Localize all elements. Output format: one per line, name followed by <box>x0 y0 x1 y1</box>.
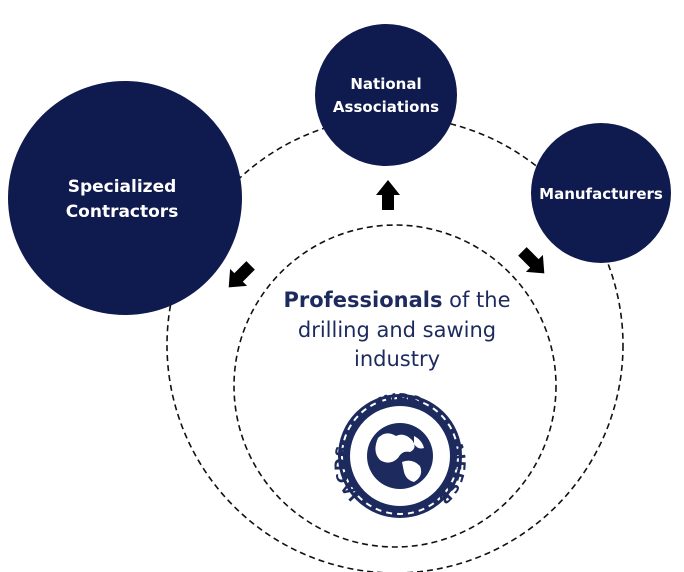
arrow-to-specialized-contractors <box>228 261 255 288</box>
arrow-to-manufacturers <box>518 247 545 274</box>
specialized-contractors-line1: Specialized <box>68 177 177 197</box>
arrow-to-national-associations <box>376 180 400 210</box>
national-associations-line2: Associations <box>333 98 439 116</box>
manufacturers-label: Manufacturers <box>539 185 663 203</box>
center-line1: Professionals of the <box>283 288 510 312</box>
center-professionals: Professionals <box>283 288 442 312</box>
national-associations-line1: National <box>350 75 421 93</box>
center-of-the: of the <box>442 288 510 312</box>
globe-icon <box>367 423 433 489</box>
ivbs-logo: IVBS IACDS AIEFSB <box>331 390 469 518</box>
inner-dashed-circle <box>233 224 557 548</box>
center-line3: industry <box>354 347 440 371</box>
node-national-associations: National Associations <box>315 24 457 166</box>
node-specialized-contractors: Specialized Contractors <box>8 81 242 315</box>
center-line2: drilling and sawing <box>298 318 496 342</box>
specialized-contractors-line2: Contractors <box>66 202 179 222</box>
node-manufacturers: Manufacturers <box>531 123 671 263</box>
